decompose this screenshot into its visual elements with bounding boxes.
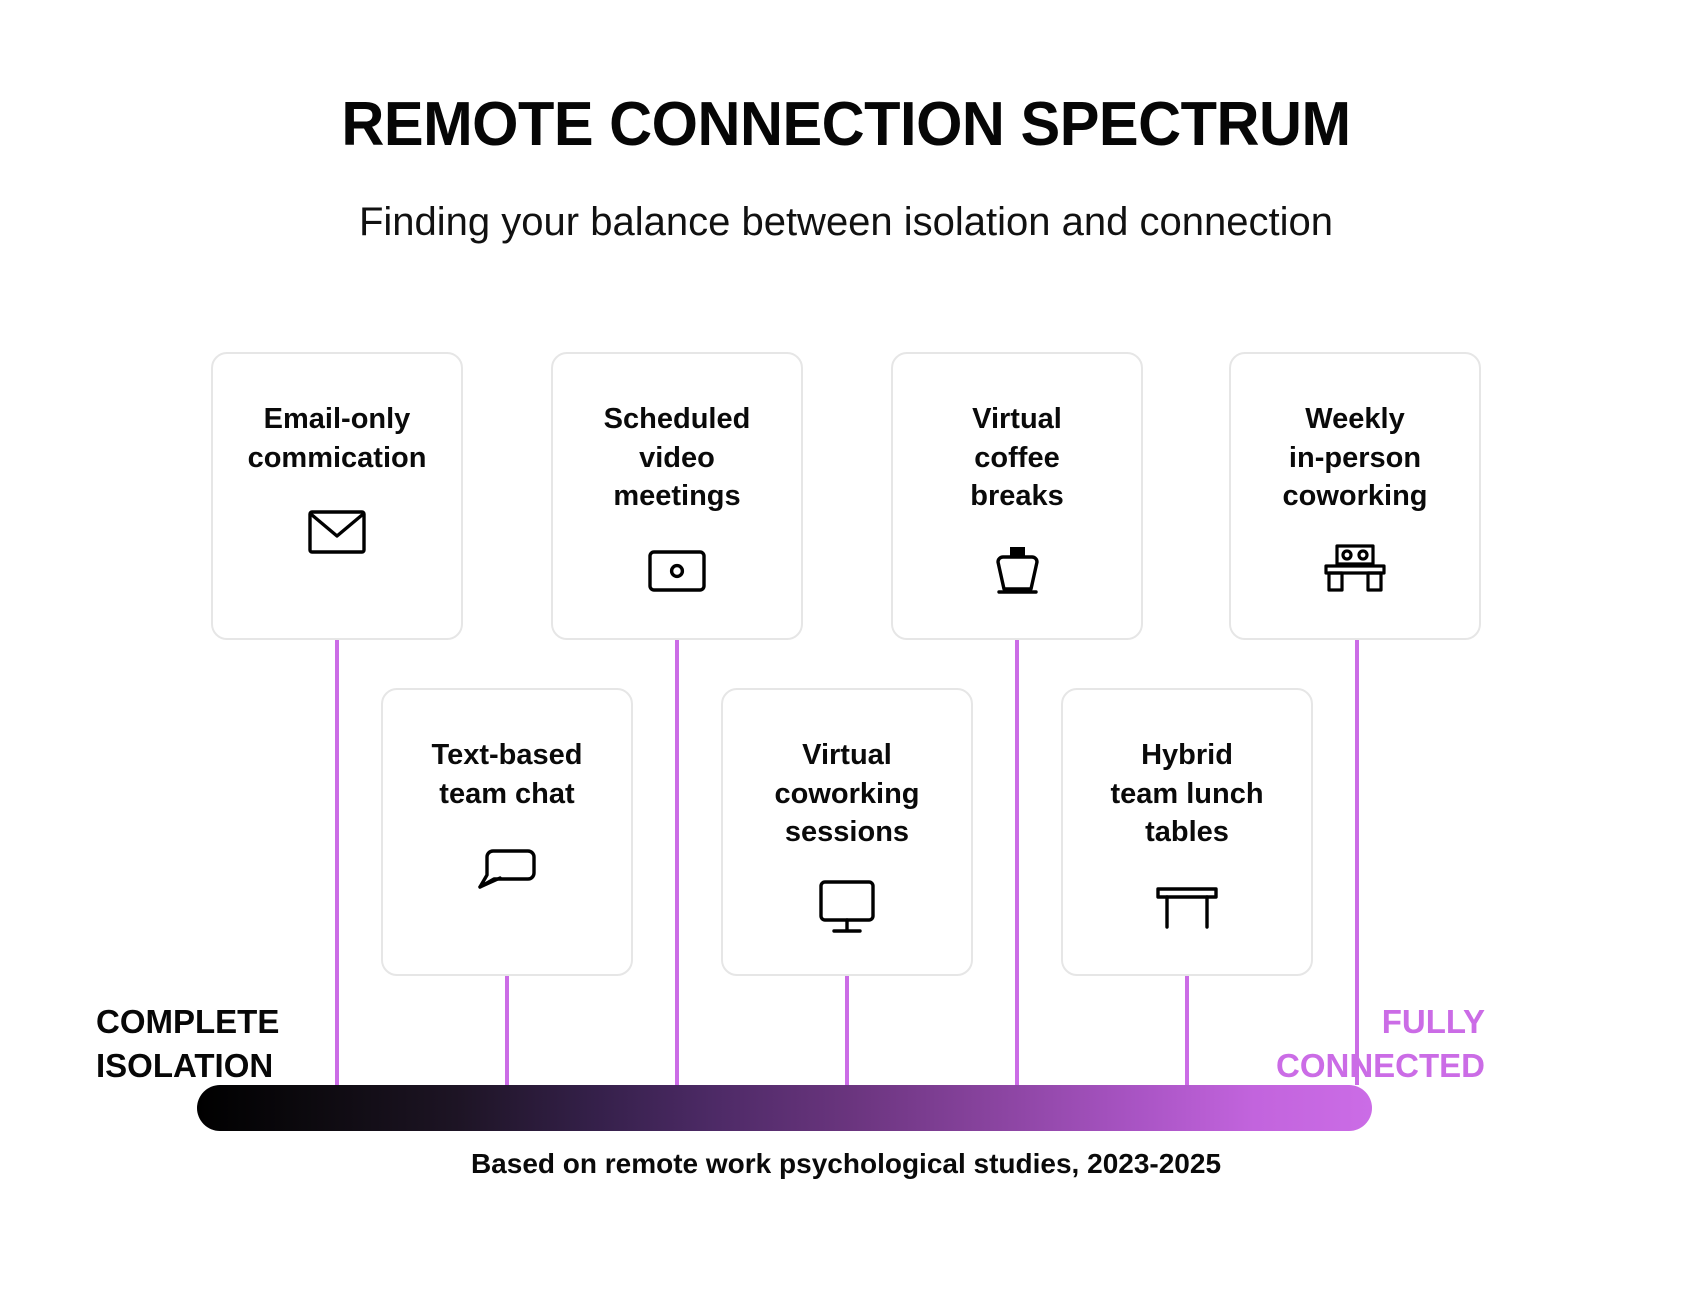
connector-line-3 <box>675 640 679 1085</box>
spectrum-left-label: COMPLETE ISOLATION <box>96 1003 280 1084</box>
card-lunch-tables[interactable]: Hybrid team lunch tables <box>1061 688 1313 976</box>
card-coffee-breaks[interactable]: Virtual coffee breaks <box>891 352 1143 640</box>
page-title: REMOTE CONNECTION SPECTRUM <box>341 90 1351 159</box>
card-label: Scheduled video meetings <box>603 403 751 513</box>
card-label: Hybrid team lunch tables <box>1110 739 1264 849</box>
card-email-only[interactable]: Email-only commication <box>211 352 463 640</box>
spectrum-right-label: FULLY CONNECTED <box>1275 1003 1485 1084</box>
spectrum-gradient-bar <box>197 1085 1372 1131</box>
card-label: Virtual coworking sessions <box>774 739 920 849</box>
connector-line-1 <box>335 640 339 1085</box>
card-label: Virtual coffee breaks <box>970 403 1064 513</box>
card-video-meetings[interactable]: Scheduled video meetings <box>551 352 803 640</box>
webcam-icon <box>648 540 706 602</box>
connector-line-5 <box>1015 640 1019 1085</box>
speech-bubble-icon <box>476 837 538 899</box>
coworking-desk-icon <box>1323 540 1387 602</box>
coffee-cup-icon <box>988 540 1046 602</box>
card-label: Email-only commication <box>247 403 427 474</box>
card-in-person-coworking[interactable]: Weekly in-person coworking <box>1229 352 1481 640</box>
connector-line-6 <box>1185 976 1189 1085</box>
monitor-icon <box>818 876 876 938</box>
lunch-table-icon <box>1155 876 1219 938</box>
card-text-chat[interactable]: Text-based team chat <box>381 688 633 976</box>
header: REMOTE CONNECTION SPECTRUM Finding your … <box>0 92 1692 245</box>
footer-caption: Based on remote work psychological studi… <box>470 1148 1222 1179</box>
page-subtitle: Finding your balance between isolation a… <box>358 200 1333 245</box>
envelope-icon <box>308 501 366 563</box>
connector-line-7 <box>1355 640 1359 1085</box>
connector-line-4 <box>845 976 849 1085</box>
card-virtual-coworking[interactable]: Virtual coworking sessions <box>721 688 973 976</box>
connector-line-2 <box>505 976 509 1085</box>
card-label: Text-based team chat <box>431 739 583 810</box>
card-label: Weekly in-person coworking <box>1282 403 1428 513</box>
